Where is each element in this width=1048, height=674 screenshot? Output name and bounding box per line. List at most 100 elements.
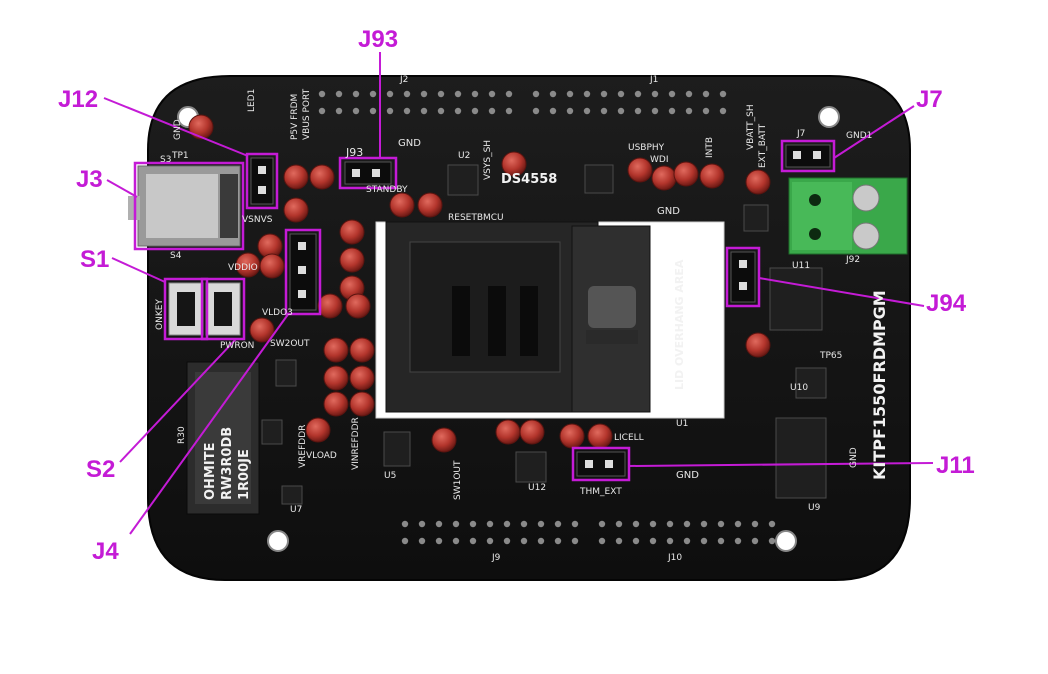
silk-vldo3: VLDO3: [262, 308, 293, 318]
header-pin: [571, 520, 579, 528]
header-pin: [452, 537, 460, 545]
silk-sw1out: SW1OUT: [453, 460, 463, 500]
terminal-block: [788, 177, 908, 255]
small-ics: [261, 164, 827, 505]
sd-card-slot: [128, 165, 241, 247]
ic-chip: [447, 164, 479, 196]
header-pin: [454, 90, 462, 98]
header-pin: [554, 520, 562, 528]
capacitor: [501, 151, 527, 177]
header-pin: [420, 90, 428, 98]
capacitor: [345, 293, 371, 319]
silk-vload: VLOAD: [306, 451, 337, 461]
header-pin: [352, 90, 360, 98]
header-pin: [369, 90, 377, 98]
ic-chip: [584, 164, 614, 194]
header-pin: [666, 520, 674, 528]
header-pin: [503, 520, 511, 528]
ic-chip: [775, 417, 827, 499]
ic-chip: [261, 419, 283, 445]
header-pin: [369, 107, 377, 115]
silk-intb: INTB: [705, 137, 715, 158]
header-pin: [488, 107, 496, 115]
silk-u1: U1: [676, 419, 688, 429]
header-pin: [537, 537, 545, 545]
capacitor: [305, 417, 331, 443]
silk-j10: J10: [667, 553, 682, 563]
part-label: DS4558: [501, 172, 557, 187]
silk-vsys-sh: VSYS_SH: [483, 140, 493, 180]
header-pin: [386, 107, 394, 115]
header-pin: [437, 107, 445, 115]
silk-tp1: TP1: [171, 151, 189, 161]
header-pin: [649, 520, 657, 528]
header-pin: [520, 520, 528, 528]
header-pin: [554, 537, 562, 545]
header-pin: [403, 90, 411, 98]
header-pin: [420, 107, 428, 115]
header-pin: [751, 520, 759, 528]
ic-chip: [383, 431, 411, 467]
silk-vbus-port: VBUS PORT: [302, 88, 312, 140]
header-pin: [471, 90, 479, 98]
side-label: KITPF1550FRDMPGM: [870, 290, 889, 480]
header-pin: [617, 107, 625, 115]
capacitor: [349, 391, 375, 417]
header-pin: [600, 107, 608, 115]
silk-u10: U10: [790, 383, 808, 393]
capacitor: [495, 419, 521, 445]
header-pin: [768, 537, 776, 545]
header-pin: [700, 537, 708, 545]
silk-s3: S3: [160, 155, 171, 165]
capacitor: [188, 114, 214, 140]
header-pin: [471, 107, 479, 115]
header-pin: [352, 107, 360, 115]
header-pin: [598, 520, 606, 528]
header-pin: [683, 520, 691, 528]
capacitor: [519, 419, 545, 445]
header-pin: [486, 537, 494, 545]
callout-s2: S2: [86, 456, 116, 483]
highlight-boxes: [133, 139, 836, 482]
leader-lines: [103, 52, 934, 535]
silk-u5: U5: [384, 471, 396, 481]
silk-u7: U7: [290, 505, 302, 515]
header-pin: [335, 107, 343, 115]
capacitor: [389, 192, 415, 218]
capacitor: [627, 157, 653, 183]
silk-usbphy: USBPHY: [628, 143, 665, 153]
mounting-holes: [177, 106, 840, 552]
inductor-line-3: 1R00JE: [237, 449, 252, 500]
header-pin: [702, 107, 710, 115]
header-pin: [719, 107, 727, 115]
ic-chip: [275, 359, 297, 387]
silk-gnd-left: GND: [173, 119, 183, 140]
lid-overhang-label: LID OVERHANG AREA: [673, 259, 686, 390]
capacitor: [745, 169, 771, 195]
silk-led1: LED1: [247, 89, 257, 112]
header-pin: [632, 520, 640, 528]
silk-thm-ext: THM_EXT: [579, 487, 622, 497]
header-pin: [668, 107, 676, 115]
header-pin: [571, 537, 579, 545]
capacitors: [188, 114, 771, 453]
ic-chip: [795, 367, 827, 399]
header-pin: [583, 90, 591, 98]
header-pin: [452, 520, 460, 528]
silk-ext-batt: EXT_BATT: [758, 123, 768, 168]
header-pin: [651, 90, 659, 98]
capacitor: [309, 164, 335, 190]
header-pin: [617, 90, 625, 98]
header-pin: [649, 537, 657, 545]
header-pin: [401, 520, 409, 528]
header-pin: [702, 90, 710, 98]
capacitor: [339, 219, 365, 245]
silk-gnd-low: GND: [849, 447, 859, 468]
silk-vbatt-sh: VBATT_SH: [746, 104, 756, 150]
header-pin: [418, 520, 426, 528]
header-pin: [454, 107, 462, 115]
ic-socket: [375, 221, 725, 419]
ic-chip: [281, 485, 303, 505]
capacitor: [339, 247, 365, 273]
